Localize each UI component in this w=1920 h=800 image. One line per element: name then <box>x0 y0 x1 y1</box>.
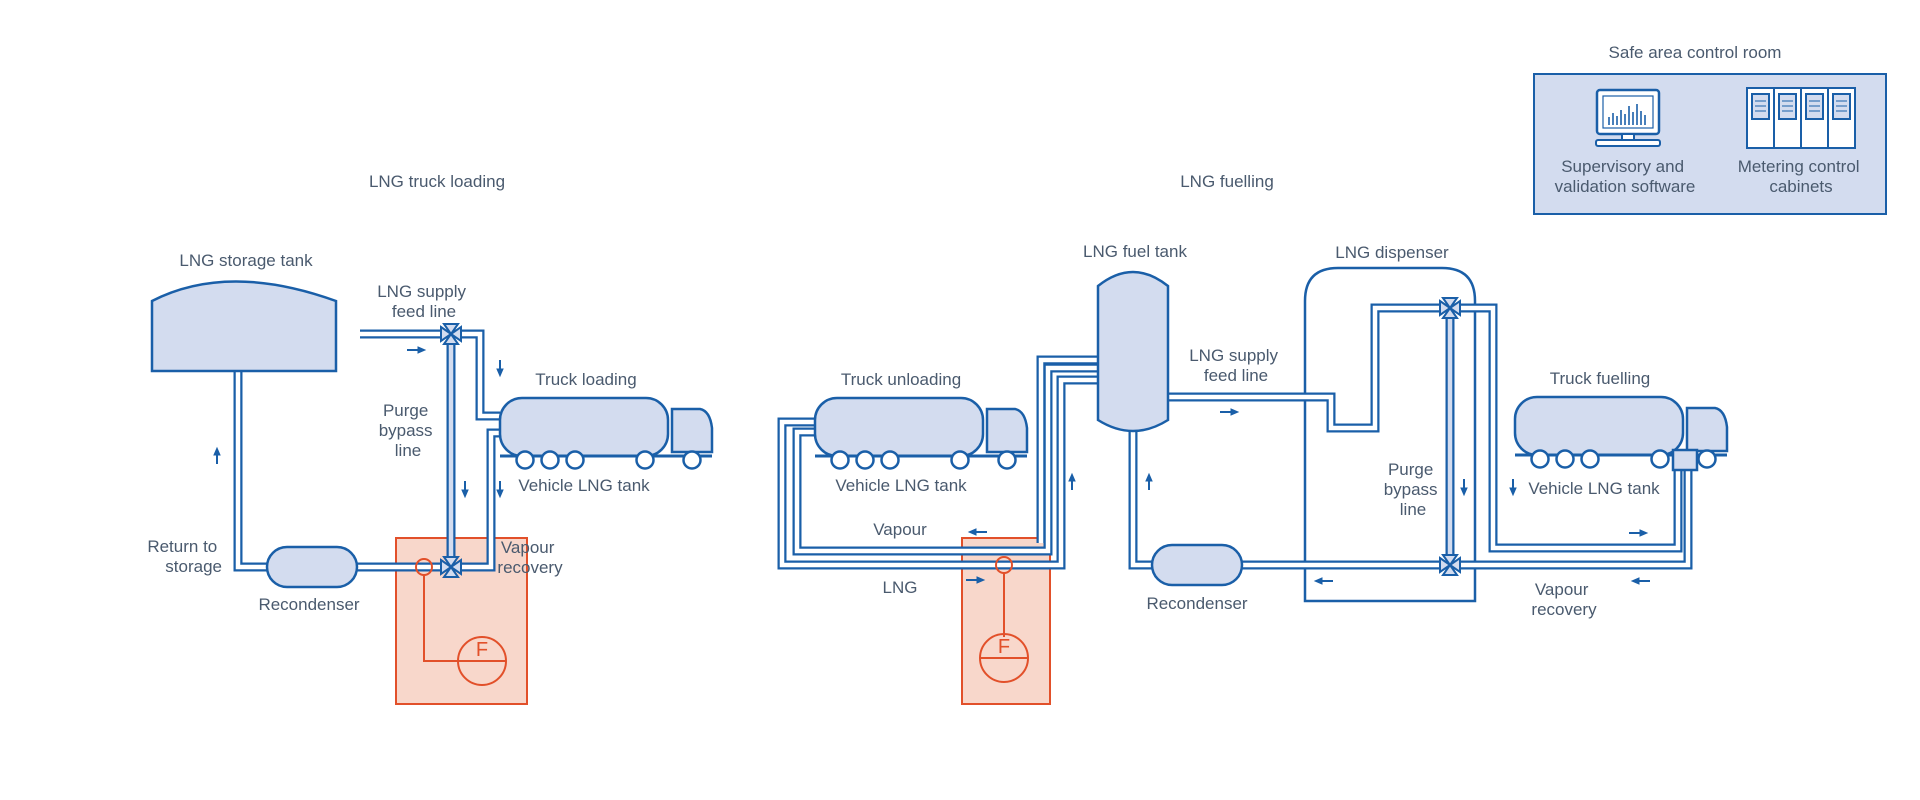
purge-line-loading-label-1: Purge <box>383 401 428 420</box>
cabinets-label-line1: Metering control <box>1738 157 1860 176</box>
valve-icon <box>440 323 462 345</box>
vapour-recovery-fuelling-label-1: Vapour <box>1535 580 1589 599</box>
flow-meter-fuelling-symbol: F <box>998 636 1010 658</box>
arrow-left-icon <box>1630 577 1650 585</box>
supply-line-fuelling-label-2: feed line <box>1204 366 1268 385</box>
storage-tank-label: LNG storage tank <box>179 251 313 270</box>
section-title-fuelling: LNG fuelling <box>1180 172 1274 191</box>
recondenser-fuelling <box>1150 543 1244 587</box>
purge-line-loading-label-2: bypass <box>379 421 433 440</box>
vehicle-tank-unloading-label: Vehicle LNG tank <box>835 476 967 495</box>
supply-line-loading-label: LNG supply feed line <box>377 282 471 321</box>
cabinets-label-line2: cabinets <box>1769 177 1832 196</box>
truck-fuelling <box>1513 395 1729 472</box>
monitor-icon <box>1595 88 1661 147</box>
loading-pipework <box>233 329 500 572</box>
truck-loading-label: Truck loading <box>535 370 636 389</box>
arrow-left-icon <box>1313 577 1333 585</box>
vehicle-tank-fuelling-label: Vehicle LNG tank <box>1528 479 1660 498</box>
return-line-label-2: storage <box>165 557 222 576</box>
flow-meter-loading: F <box>415 558 507 686</box>
vapour-label: Vapour <box>873 520 927 539</box>
purge-line-loading-label: Purge bypass line <box>379 401 438 460</box>
section-title-truck-loading: LNG truck loading <box>369 172 505 191</box>
arrow-right-icon <box>966 576 986 584</box>
lng-dispenser <box>1303 266 1477 603</box>
valve-icon <box>1439 297 1461 319</box>
arrow-down-icon <box>461 481 469 499</box>
vehicle-tank-loading-label: Vehicle LNG tank <box>518 476 650 495</box>
fuel-tank-label: LNG fuel tank <box>1083 242 1187 261</box>
arrow-right-icon <box>1629 529 1649 537</box>
arrow-down-icon <box>1460 479 1468 497</box>
supply-line-loading-label-2: feed line <box>392 302 456 321</box>
arrow-up-icon <box>213 446 221 464</box>
vapour-recovery-fuelling-label: Vapour recovery <box>1531 580 1597 619</box>
lng-storage-tank <box>150 280 338 373</box>
arrow-right-icon <box>407 346 427 354</box>
vapour-recovery-loading-label: Vapour recovery <box>497 538 563 577</box>
vapour-recovery-fuelling-label-2: recovery <box>1531 600 1597 619</box>
flow-meter-fuelling: F <box>979 556 1029 683</box>
arrow-up-icon <box>1145 472 1153 490</box>
supply-line-fuelling-label-1: LNG supply <box>1189 346 1278 365</box>
cabinets-label: Metering control cabinets <box>1738 157 1865 196</box>
vapour-recovery-loading-label-2: recovery <box>497 558 563 577</box>
purge-line-fuelling-label-1: Purge <box>1388 460 1433 479</box>
truck-unloading-label: Truck unloading <box>841 370 961 389</box>
arrow-up-icon <box>1068 472 1076 490</box>
purge-line-fuelling-label-3: line <box>1400 500 1426 519</box>
dispenser-label: LNG dispenser <box>1335 243 1449 262</box>
return-line-label-1: Return to <box>147 537 217 556</box>
fuelling-pipework <box>777 303 1693 570</box>
cabinets-icon <box>1746 87 1856 149</box>
purge-line-loading-label-3: line <box>395 441 421 460</box>
purge-line-fuelling-label: Purge bypass line <box>1384 460 1443 519</box>
return-line-label: Return to storage <box>147 537 222 576</box>
recondenser-fuelling-label: Recondenser <box>1146 594 1247 613</box>
recondenser-loading-label: Recondenser <box>258 595 359 614</box>
arrow-right-icon <box>1220 408 1240 416</box>
arrow-down-icon <box>1509 479 1517 497</box>
control-room: Safe area control room <box>1533 43 1887 215</box>
arrow-down-icon <box>496 481 504 499</box>
recondenser-loading <box>265 545 359 589</box>
flow-arrow-icons-fuelling <box>966 408 1650 585</box>
purge-line-fuelling-label-2: bypass <box>1384 480 1438 499</box>
valve-icon <box>440 556 462 578</box>
software-label: Supervisory and validation software <box>1555 157 1696 196</box>
flow-arrow-icons-loading <box>213 346 504 499</box>
vapour-recovery-loading-label-1: Vapour <box>501 538 555 557</box>
lng-fuel-tank <box>1096 270 1170 433</box>
arrow-down-icon <box>496 360 504 378</box>
truck-unloading <box>813 396 1029 470</box>
software-label-line1: Supervisory and <box>1561 157 1684 176</box>
lng-label: LNG <box>883 578 918 597</box>
software-label-line2: validation software <box>1555 177 1696 196</box>
truck-loading <box>498 396 714 470</box>
arrow-left-icon <box>967 528 987 536</box>
supply-line-fuelling-label: LNG supply feed line <box>1189 346 1283 385</box>
supply-line-loading-label-1: LNG supply <box>377 282 466 301</box>
control-room-title: Safe area control room <box>1609 43 1782 62</box>
flow-meter-loading-symbol: F <box>476 639 488 661</box>
valve-icon <box>1439 554 1461 576</box>
truck-fuelling-label: Truck fuelling <box>1550 369 1650 388</box>
